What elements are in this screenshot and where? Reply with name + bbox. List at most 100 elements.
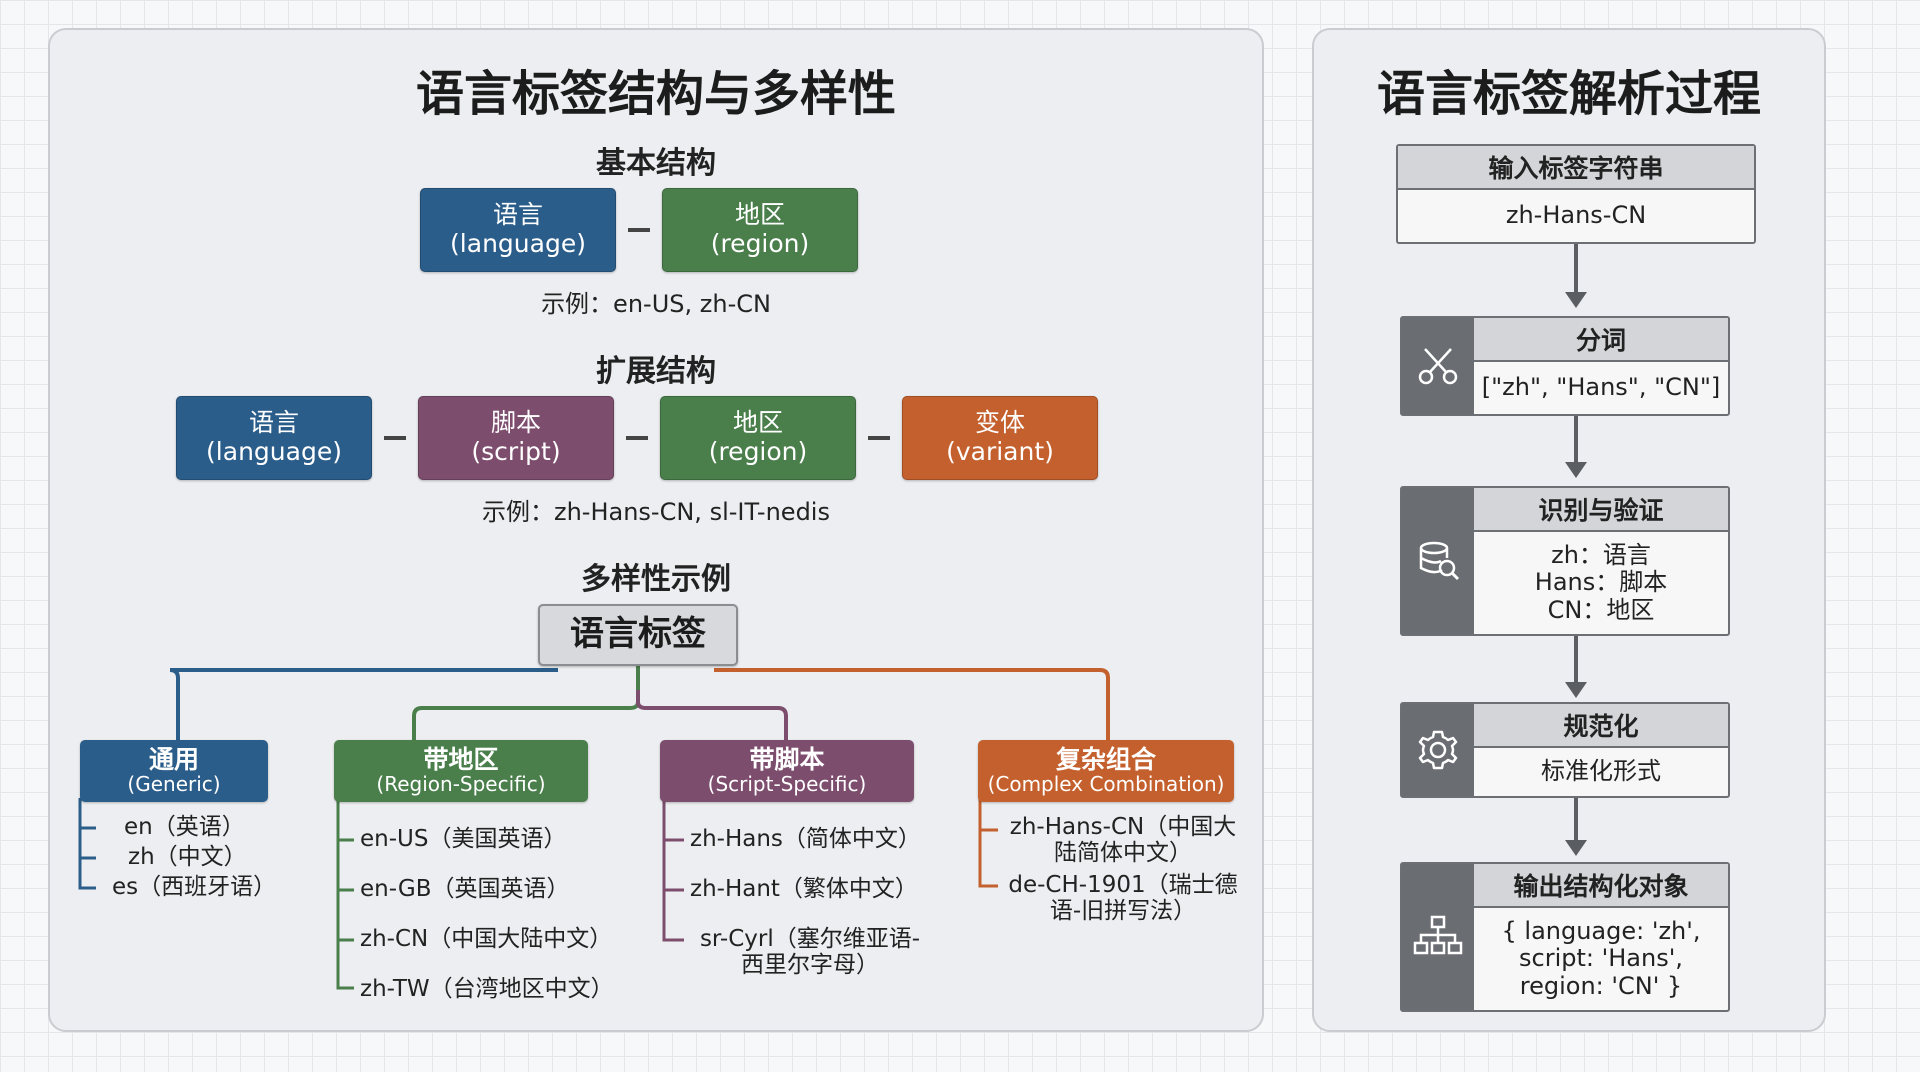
step-validate-head: 识别与验证 — [1474, 488, 1728, 532]
extended-structure-heading: 扩展结构 — [596, 354, 716, 389]
extended-region-box: 地区 (region) — [660, 396, 856, 480]
step-validate: 识别与验证 zh：语言 Hans：脚本 CN：地区 — [1400, 486, 1730, 636]
database-search-icon — [1419, 541, 1460, 581]
extended-script-label: 脚本 — [490, 408, 541, 438]
generic-item-3: es（西班牙语） — [112, 874, 277, 900]
step-output: 输出结构化对象 { language: 'zh', script: 'Hans'… — [1400, 862, 1730, 1012]
step-output-body: { language: 'zh', script: 'Hans', region… — [1474, 908, 1728, 1010]
structure-title: 语言标签结构与多样性 — [415, 66, 896, 122]
step-output-icon-cell — [1402, 864, 1474, 1010]
step-validate-line-2: Hans：脚本 — [1534, 568, 1668, 597]
step-validate-icon-cell — [1402, 488, 1474, 634]
category-generic: 通用 (Generic) — [80, 740, 268, 802]
region-item-4: zh-TW（台湾地区中文） — [360, 976, 614, 1002]
step-validate-body: zh：语言 Hans：脚本 CN：地区 — [1474, 532, 1728, 634]
script-item-3: sr-Cyrl（塞尔维亚语-西里尔字母） — [699, 926, 921, 979]
diversity-heading: 多样性示例 — [581, 562, 731, 597]
step-normalize-body: 标准化形式 — [1474, 748, 1728, 796]
complex-item-1: zh-Hans-CN（中国大陆简体中文） — [1009, 814, 1237, 867]
connector-script — [636, 690, 788, 740]
category-complex-sub: (Complex Combination) — [987, 772, 1225, 797]
hierarchy-icon — [1413, 915, 1463, 955]
bracket-generic — [78, 798, 96, 890]
scissors-icon — [1418, 348, 1458, 385]
step-output-line-2: script: 'Hans', — [1519, 944, 1683, 973]
script-item-1: zh-Hans（简体中文） — [690, 826, 921, 852]
tree-connectors — [78, 666, 1110, 990]
category-generic-label: 通用 — [148, 744, 199, 774]
arrow-2-head — [1565, 462, 1587, 478]
step-validate-line-3: CN：地区 — [1547, 595, 1655, 624]
category-complex-label: 复杂组合 — [1055, 744, 1156, 774]
extended-variant-label: 变体 — [974, 408, 1025, 438]
arrow-3-head — [1565, 682, 1587, 698]
bracket-complex — [978, 798, 998, 888]
step-input: 输入标签字符串 zh-Hans-CN — [1396, 144, 1756, 244]
extended-language-label: 语言 — [248, 408, 299, 438]
step-tokenize-icon-cell — [1402, 318, 1474, 414]
extended-script-sub: (script) — [471, 437, 561, 466]
extended-separator-2 — [626, 436, 648, 440]
arrow-1 — [1574, 244, 1578, 292]
arrow-2 — [1574, 416, 1578, 462]
script-item-2: zh-Hant（繁体中文） — [690, 876, 918, 902]
step-output-line-3: region: 'CN' } — [1519, 971, 1683, 1000]
basic-language-sub: (language) — [450, 229, 586, 258]
step-tokenize: 分词 ["zh", "Hans", "CN"] — [1400, 316, 1730, 416]
step-normalize: 规范化 标准化形式 — [1400, 702, 1730, 798]
category-script-label: 带脚本 — [749, 744, 825, 774]
extended-script-box: 脚本 (script) — [418, 396, 614, 480]
step-input-body: zh-Hans-CN — [1398, 190, 1754, 242]
arrow-1-head — [1565, 292, 1587, 308]
step-input-head: 输入标签字符串 — [1398, 146, 1754, 190]
category-region-sub: (Region-Specific) — [376, 772, 546, 797]
step-output-head: 输出结构化对象 — [1474, 864, 1728, 908]
bracket-region — [336, 798, 354, 990]
connector-generic — [169, 668, 558, 740]
region-item-2: en-GB（英国英语） — [360, 876, 570, 902]
extended-variant-box: 变体 (variant) — [902, 396, 1098, 480]
category-complex: 复杂组合 (Complex Combination) — [978, 740, 1234, 802]
step-validate-line-1: zh：语言 — [1551, 540, 1651, 569]
root-language-tag: 语言标签 — [538, 604, 738, 666]
arrow-4-head — [1565, 840, 1587, 856]
generic-item-1: en（英语） — [124, 814, 245, 840]
extended-example: 示例：zh-Hans-CN, sl-IT-nedis — [482, 498, 830, 526]
gear-icon — [1418, 730, 1458, 770]
connector-complex — [714, 668, 1110, 740]
parsing-panel: 语言标签解析过程 输入标签字符串 zh-Hans-CN 分词 ["zh", "H… — [1312, 28, 1826, 1032]
structure-panel: 语言标签结构与多样性 基本结构 语言 (language) 地区 (region… — [48, 28, 1264, 1032]
step-normalize-head: 规范化 — [1474, 704, 1728, 748]
extended-separator-1 — [384, 436, 406, 440]
step-normalize-icon-cell — [1402, 704, 1474, 796]
step-tokenize-value: ["zh", "Hans", "CN"] — [1481, 373, 1721, 402]
step-normalize-value: 标准化形式 — [1541, 757, 1661, 786]
complex-item-2: de-CH-1901（瑞士德语-旧拼写法） — [1008, 872, 1238, 925]
step-input-value: zh-Hans-CN — [1505, 201, 1647, 230]
step-tokenize-body: ["zh", "Hans", "CN"] — [1474, 362, 1728, 414]
bracket-script — [662, 798, 684, 942]
extended-separator-3 — [868, 436, 890, 440]
category-script-sub: (Script-Specific) — [707, 772, 867, 797]
basic-region-label: 地区 — [734, 200, 785, 230]
basic-language-label: 语言 — [492, 200, 543, 230]
basic-example: 示例：en-US, zh-CN — [541, 290, 771, 318]
basic-separator — [628, 228, 650, 232]
extended-variant-sub: (variant) — [946, 437, 1054, 466]
extended-language-box: 语言 (language) — [176, 396, 372, 480]
generic-item-2: zh（中文） — [128, 844, 247, 870]
parsing-title: 语言标签解析过程 — [1376, 66, 1761, 122]
connector-region — [412, 666, 640, 740]
extended-region-sub: (region) — [708, 437, 808, 466]
basic-structure-heading: 基本结构 — [596, 146, 716, 181]
step-tokenize-head: 分词 — [1474, 318, 1728, 362]
step-output-line-1: { language: 'zh', — [1501, 916, 1701, 945]
region-item-1: en-US（美国英语） — [360, 826, 567, 852]
basic-language-box: 语言 (language) — [420, 188, 616, 272]
extended-region-label: 地区 — [732, 408, 783, 438]
extended-language-sub: (language) — [206, 437, 342, 466]
region-item-3: zh-CN（中国大陆中文） — [360, 926, 613, 952]
category-region: 带地区 (Region-Specific) — [334, 740, 588, 802]
arrow-4 — [1574, 798, 1578, 840]
basic-region-box: 地区 (region) — [662, 188, 858, 272]
